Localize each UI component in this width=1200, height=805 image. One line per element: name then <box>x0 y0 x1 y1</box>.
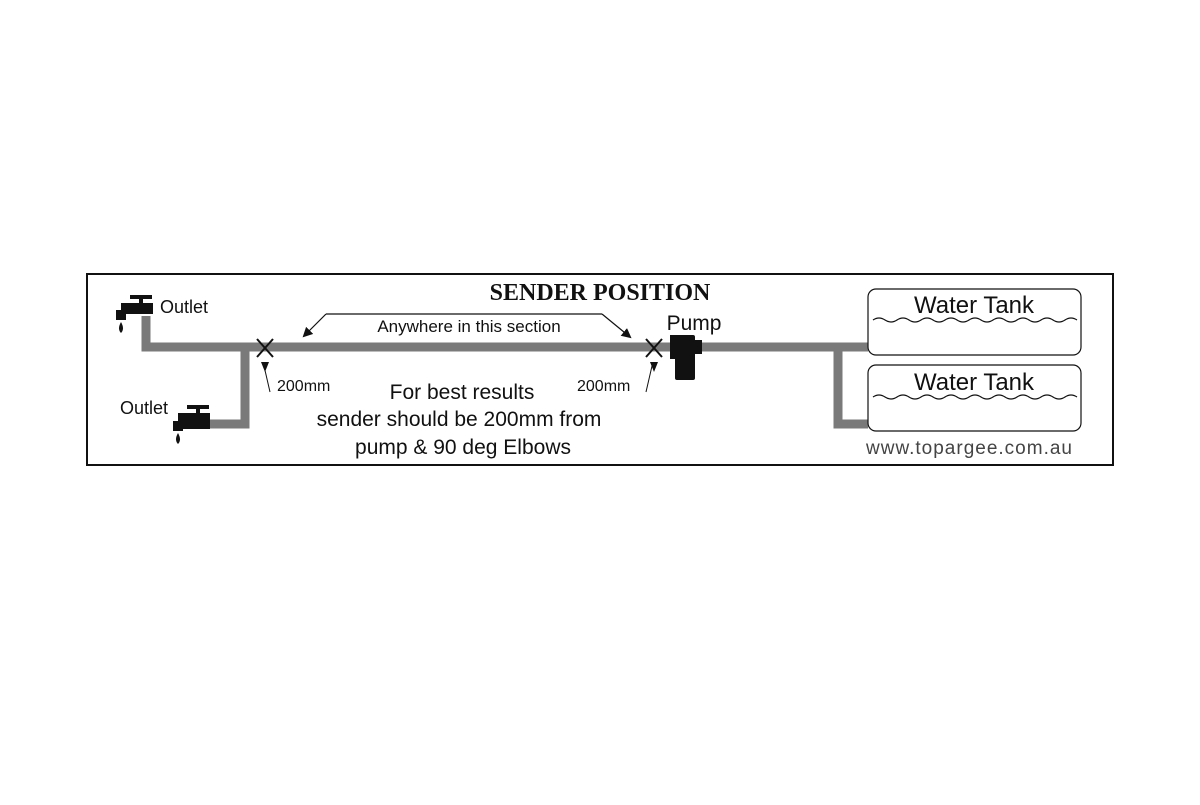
sender-marker-left-icon <box>256 338 274 358</box>
pipe-tank-branch <box>833 347 868 429</box>
section-bracket-left-arrow <box>302 313 327 338</box>
water-surface-icon <box>872 394 1078 400</box>
pipe-network <box>141 316 868 429</box>
tank-top-label: Water Tank <box>914 292 1035 319</box>
note-line: sender should be 200mm from <box>317 408 602 431</box>
outlet-top-label: Outlet <box>160 297 208 317</box>
tap-top-icon <box>116 295 153 333</box>
water-tank-top: Water Tank <box>867 288 1082 356</box>
distance-left-marker <box>261 362 271 393</box>
pump-label: Pump <box>667 312 722 335</box>
note-line: For best results <box>390 381 535 404</box>
tap-bottom-icon <box>173 405 210 444</box>
note-line: pump & 90 deg Elbows <box>355 436 571 459</box>
distance-right-label: 200mm <box>577 378 630 395</box>
water-tank-bottom: Water Tank <box>867 364 1082 432</box>
website-label: www.topargee.com.au <box>865 438 1073 459</box>
outlet-bottom-label: Outlet <box>120 398 168 418</box>
water-surface-icon <box>872 317 1078 323</box>
distance-right-marker <box>645 362 658 393</box>
distance-left-label: 200mm <box>277 378 330 395</box>
section-bracket-right-arrow <box>601 313 632 339</box>
diagram-title: SENDER POSITION <box>490 280 711 306</box>
section-bracket <box>302 313 632 339</box>
pipe-bottom-outlet <box>206 347 250 429</box>
sender-marker-right-icon <box>645 338 663 358</box>
tank-bottom-label: Water Tank <box>914 369 1035 396</box>
section-label: Anywhere in this section <box>377 317 560 336</box>
pipe-top-outlet <box>141 316 252 352</box>
pump-icon <box>670 335 702 380</box>
note-text: For best results sender should be 200mm … <box>317 381 602 459</box>
